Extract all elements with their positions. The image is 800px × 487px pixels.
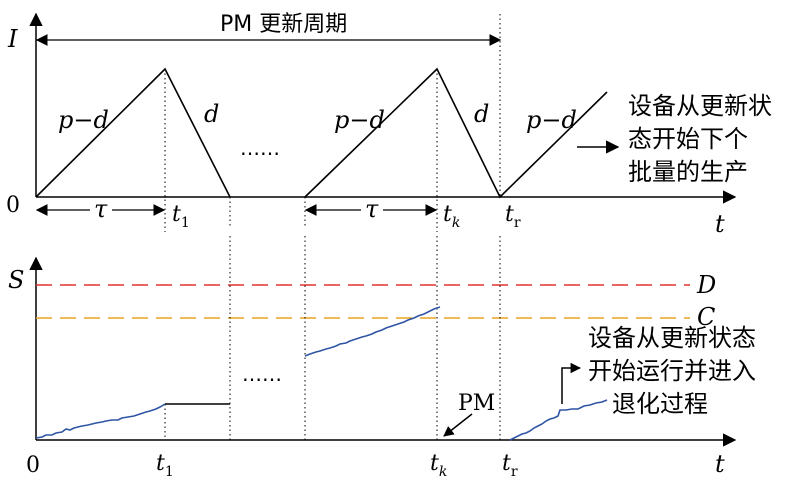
top-ellipsis: …… bbox=[240, 136, 280, 160]
bottom-tick-tr: tr bbox=[502, 451, 518, 480]
top-y-axis-label: I bbox=[7, 25, 18, 53]
threshold-C-label: C bbox=[697, 303, 715, 331]
pm-arrow bbox=[443, 413, 473, 437]
top-origin-label: 0 bbox=[6, 193, 20, 218]
pm-label: PM bbox=[458, 391, 495, 416]
top-chart: I t 0 PM 更新周期 PM 更新周期 p−d d p−d d p−d ……… bbox=[6, 9, 772, 238]
top-note-line-2: 态开始下个 bbox=[628, 125, 748, 153]
bottom-note-arrow bbox=[561, 362, 582, 404]
threshold-D-label: D bbox=[696, 271, 716, 299]
fall-label-1: d bbox=[204, 100, 219, 128]
bottom-ellipsis: …… bbox=[242, 362, 282, 386]
bottom-x-axis-label: t bbox=[715, 450, 725, 478]
tau-label-k-mask bbox=[361, 198, 383, 220]
degradation-path-k bbox=[304, 306, 441, 357]
pm-cycle-label: PM 更新周期 bbox=[220, 12, 347, 37]
tau-label-1: τ bbox=[94, 195, 108, 223]
bottom-tick-tk: tk bbox=[430, 451, 447, 480]
rise-label-r: p−d bbox=[526, 106, 577, 134]
top-note-line-1: 设备从更新状 bbox=[628, 92, 772, 120]
pm-cycle-label-text: PM 更新周期 bbox=[220, 12, 347, 37]
bottom-y-axis-label: S bbox=[8, 266, 24, 294]
rise-label-k: p−d bbox=[334, 106, 385, 134]
rise-label-1: p−d bbox=[58, 106, 109, 134]
top-tick-t1: t1 bbox=[172, 202, 190, 231]
tau-label-k: τ bbox=[365, 195, 379, 223]
top-tick-tr: tr bbox=[505, 202, 521, 231]
fall-label-k: d bbox=[474, 100, 489, 128]
degradation-path-r bbox=[509, 399, 608, 441]
top-tick-tk: tk bbox=[443, 202, 460, 231]
bottom-note-line-2: 开始运行并进入 bbox=[588, 357, 756, 385]
top-x-axis-label: t bbox=[715, 210, 725, 238]
bottom-chart: S t 0 D C …… PM 设备从更新状态 开始运行并进入 退化过程 t1 … bbox=[8, 236, 756, 480]
bottom-note-line-3: 退化过程 bbox=[612, 390, 708, 418]
degradation-path-1 bbox=[35, 403, 166, 439]
bottom-origin-label: 0 bbox=[26, 453, 40, 478]
bottom-tick-t1: t1 bbox=[156, 451, 174, 480]
bottom-note-line-1: 设备从更新状态 bbox=[588, 324, 756, 352]
top-note-line-3: 批量的生产 bbox=[628, 158, 748, 186]
inventory-cycle-k bbox=[304, 67, 608, 199]
tau-label-1-mask bbox=[90, 198, 112, 220]
